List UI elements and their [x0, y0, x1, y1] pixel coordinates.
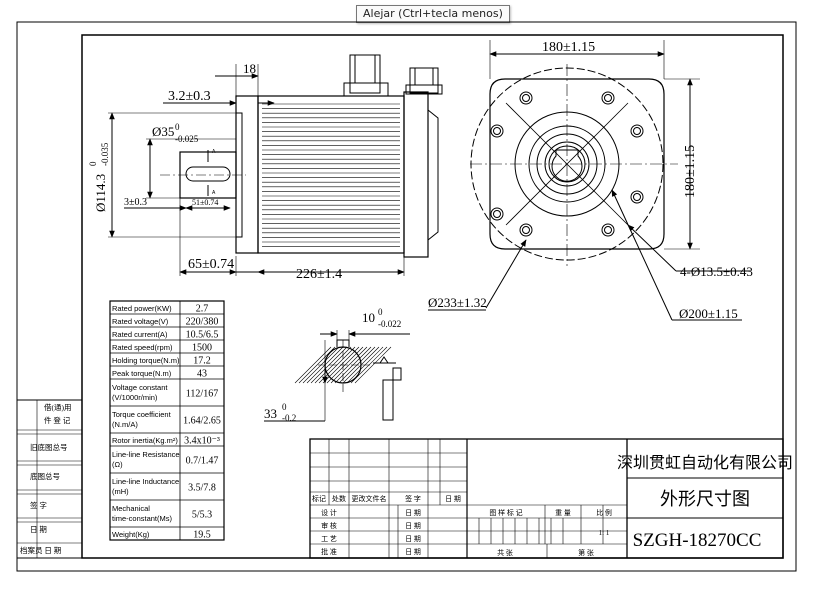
strip-label: 签 字 [30, 500, 47, 510]
spec-value: 2.7 [196, 304, 209, 315]
spec-value: 3.4x10⁻³ [184, 436, 220, 447]
title-block-text: 深圳贯虹自动化有限公司外形尺寸图 SZGH-18270CC 标记处数更改文件名 签 字… [312, 454, 793, 557]
spec-value: 112/167 [186, 389, 218, 400]
dim-shaft-length: 18 [243, 61, 256, 76]
spec-value: 1.64/2.65 [183, 416, 221, 427]
revision-header: 更改文件名 [352, 494, 387, 503]
dim-key-width-tol-up: 0 [378, 307, 383, 317]
sign-row-label: 批 准 [321, 547, 337, 556]
strip-label: 旧底图总号 [30, 442, 68, 452]
dim-pilot-diameter: Ø114.3 [93, 174, 108, 212]
strip-label: 借(通)用 [44, 402, 72, 412]
sign-row-label: 审 核 [321, 521, 337, 530]
front-view [428, 40, 750, 321]
spec-param: Line-line Resistance(Ω) [112, 450, 180, 469]
spec-value: 1500 [192, 343, 212, 354]
dim-shaft-diameter: Ø35 [152, 124, 174, 139]
drawing-mark-header: 图 样 标 记 [489, 508, 522, 517]
spec-param: Rated voltage(V) [112, 317, 169, 326]
drawing-name: 外形尺寸图 [660, 489, 750, 509]
dim-flange-thickness: 3.2±0.3 [168, 89, 211, 104]
dim-body-length: 226±1.4 [296, 267, 342, 282]
dim-key-width: 10 [362, 310, 375, 325]
sign-row-label: 设 计 [321, 508, 337, 517]
revision-header: 处数 [332, 494, 346, 503]
weight-header: 重 量 [555, 509, 571, 517]
strip-label: 件 登 记 [44, 415, 71, 425]
dim-key-width-tol-down: -0.022 [378, 319, 401, 329]
dimension-labels: 18 3.2±0.3 Ø35 0 -0.025 Ø114.3 0 -0.035 … [88, 40, 753, 423]
spec-param: Rated speed(rpm) [112, 343, 173, 352]
sheet-outer-frame [16, 21, 797, 572]
spec-value: 0.7/1.47 [186, 456, 219, 467]
strip-label: 日 期 [30, 525, 47, 534]
dim-shaft-tol-up: 0 [175, 122, 180, 132]
spec-param: Rotor inertia(Kg.m²) [112, 436, 178, 445]
spec-param: Torque coefficient(N.m/A) [112, 410, 172, 429]
dim-flange-circle: Ø200±1.15 [679, 306, 738, 321]
dim-shaft-total: 65±0.74 [188, 257, 234, 272]
drawing-number: SZGH-18270CC [633, 530, 762, 551]
sheet-number: 第 张 [578, 548, 594, 557]
spec-value: 10.5/6.5 [186, 330, 219, 341]
spec-param: Rated power(KW) [112, 304, 172, 313]
dim-key-length: 51±0.74 [192, 198, 218, 207]
revision-header: 日 期 [445, 495, 461, 503]
dim-pilot-tol-down: -0.035 [100, 142, 110, 166]
spec-param: Line-line Inductance(mH) [112, 477, 179, 496]
dim-shaft-tol-down: -0.025 [175, 134, 199, 144]
sign-row-date: 日 期 [405, 522, 421, 530]
spec-param: Voltage constant(V/1000r/min) [112, 383, 168, 402]
dim-key-height: 33 [264, 406, 277, 421]
title-block [309, 438, 784, 559]
dim-key-offset: 3±0.3 [124, 197, 147, 208]
side-view [108, 54, 443, 276]
dim-bolt-circle: Ø233±1.32 [428, 295, 487, 310]
section-mark-bottom: A [212, 190, 216, 196]
company-name: 深圳贯虹自动化有限公司 [617, 454, 793, 472]
dim-front-height: 180±1.15 [683, 145, 698, 198]
scale-header: 比 例 [596, 508, 612, 517]
dim-key-height-tol-down: -0.2 [282, 413, 296, 423]
sheets-total: 共 张 [497, 548, 513, 557]
dim-pilot-tol-up: 0 [88, 161, 98, 166]
spec-param: Weight(Kg) [112, 530, 150, 539]
sign-row-date: 日 期 [405, 548, 421, 556]
strip-label: 底图总号 [30, 471, 60, 481]
spec-value: 17.2 [193, 356, 211, 367]
spec-param: Holding torque(N.m) [112, 356, 180, 365]
shaft-section-view [264, 330, 410, 422]
revision-header: 标记 [312, 494, 326, 503]
spec-value: 19.5 [193, 530, 211, 541]
spec-value: 220/380 [186, 317, 219, 328]
dim-mount-holes: 4-Ø13.5±0.43 [680, 264, 753, 279]
spec-param: Peak torque(N.m) [112, 369, 172, 378]
strip-label: 档案员 日 期 [20, 545, 61, 555]
revision-header: 签 字 [405, 494, 421, 503]
spec-value: 3.5/7.8 [188, 483, 216, 494]
sign-row-date: 日 期 [405, 509, 421, 517]
spec-value: 43 [197, 369, 207, 380]
spec-value: 5/5.3 [192, 510, 212, 521]
dim-front-width: 180±1.15 [542, 40, 595, 55]
section-mark-top: A [212, 149, 216, 155]
sign-row-date: 日 期 [405, 535, 421, 543]
scale-value: 1: 1 [599, 529, 610, 537]
spec-param: Rated current(A) [112, 330, 168, 339]
dim-key-height-tol-up: 0 [282, 402, 287, 412]
sign-row-label: 工 艺 [321, 535, 337, 543]
zoom-out-tooltip: Alejar (Ctrl+tecla menos) [356, 5, 510, 23]
